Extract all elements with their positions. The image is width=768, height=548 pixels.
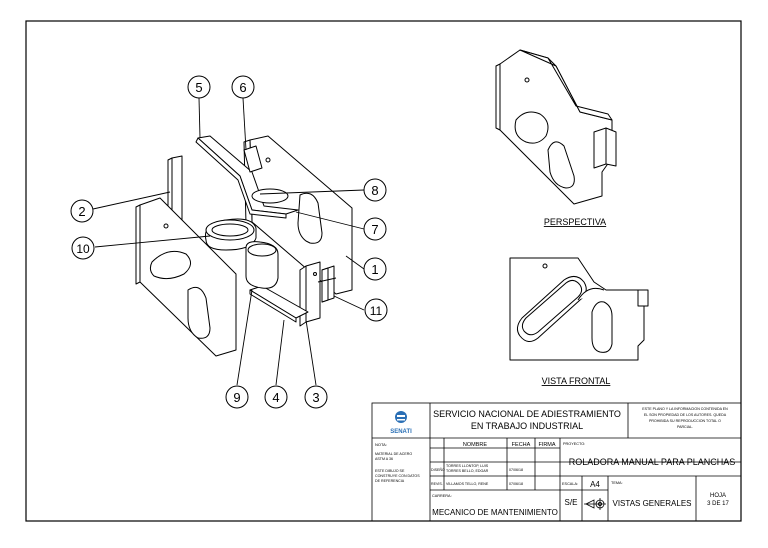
diseno-name-line1: TORRES LLONTOP, LUIS [446, 464, 489, 468]
diseno-date: 07/06/18 [509, 468, 523, 472]
balloon-7-number: 7 [371, 222, 378, 237]
title-block [371, 402, 742, 522]
part-small-plate [299, 261, 321, 327]
diseno-name-line2: TORRES BELLO, EDGAR [446, 469, 489, 473]
firma-header: FIRMA [538, 442, 555, 448]
logo-text: SENATI [390, 429, 412, 435]
part-left-plate [135, 197, 237, 357]
hoja-value: 3 DE 17 [707, 501, 729, 507]
perspective-view [495, 49, 617, 205]
balloon-2 [70, 199, 94, 223]
institution-line1: SERVICIO NACIONAL DE ADIESTRAMIENTO [433, 409, 621, 419]
title-block-text: SERVICIO NACIONAL DE ADIESTRAMIENTO EN T… [375, 407, 735, 517]
balloon-8 [363, 178, 387, 202]
part-oval-tube [204, 218, 257, 251]
exploded-view [135, 135, 353, 357]
balloon-10-number: 10 [76, 242, 90, 256]
leader-lines [92, 97, 365, 386]
balloon-5 [187, 75, 211, 99]
projection-symbol-icon [584, 498, 606, 510]
nota-line2: ASTM A 36 [375, 457, 393, 461]
balloon-numbers: 5 6 2 10 8 7 1 11 9 4 3 [76, 80, 382, 405]
balloon-6-number: 6 [239, 80, 246, 95]
balloon-1 [363, 257, 387, 281]
escala-label: ESCALA: [562, 482, 578, 486]
proyecto-value: ROLADORA MANUAL PARA PLANCHAS [569, 457, 736, 467]
balloon-11-number: 11 [370, 304, 383, 318]
escala-value: S/E [565, 498, 578, 507]
fecha-header: FECHA [512, 442, 531, 448]
part-bent-strip [195, 135, 299, 219]
nota-label: NOTA: [375, 442, 387, 447]
proyecto-label: PROYECTO: [563, 442, 585, 446]
revisado-name: VILLAMOS TELLO, RENE [446, 482, 489, 486]
balloon-3 [304, 385, 328, 409]
note-line3: PROHIBIDA SU REPRODUCCION TOTAL O [649, 419, 721, 423]
balloon-11 [364, 298, 388, 322]
part-balloons [70, 75, 388, 409]
perspective-label: PERSPECTIVA [544, 217, 606, 227]
balloon-1-number: 1 [371, 262, 378, 277]
balloon-5-number: 5 [195, 80, 202, 95]
balloon-9-number: 9 [233, 390, 240, 405]
part-bottom-strip [249, 285, 309, 323]
note-line4: PARCIAL. [677, 425, 693, 429]
balloon-4 [264, 385, 288, 409]
balloon-6 [231, 75, 255, 99]
balloon-9 [225, 385, 249, 409]
front-view [509, 257, 649, 361]
part-bracket [317, 265, 337, 303]
balloon-8-number: 8 [371, 183, 378, 198]
diseno-label: DISEÑO [431, 467, 445, 472]
part-oval-tube-2 [245, 241, 279, 289]
nota-line1: MATERIAL DE ACERO [375, 452, 412, 456]
formato-value: A4 [590, 480, 600, 489]
note-line2: EL SON PROPIEDAD DE LOS AUTORES. QUEDA [644, 413, 727, 417]
senati-logo [395, 411, 407, 423]
institution-line2: EN TRABAJO INDUSTRIAL [471, 421, 583, 431]
front-view-label: VISTA FRONTAL [542, 376, 611, 386]
balloon-7 [363, 217, 387, 241]
part-spacer [251, 188, 289, 204]
nombre-header: NOMBRE [463, 442, 487, 448]
revisado-label: REVIS. [431, 482, 443, 486]
carrera-value: MECANICO DE MANTENIMIENTO [432, 508, 558, 517]
nota-line5: DE REFERENCIA [375, 479, 405, 483]
nota-line3: ESTE DIBUJO SE [375, 469, 405, 473]
note-line1: ESTE PLANO Y LA INFORMACION CONTENIDA EN [642, 407, 728, 411]
balloon-3-number: 3 [312, 390, 319, 405]
hoja-label: HOJA [710, 493, 726, 499]
carrera-label: CARRERA: [432, 494, 452, 498]
balloon-10 [71, 236, 95, 260]
nota-line4: CONSTRUYE CON DATOS [375, 474, 420, 478]
balloon-4-number: 4 [272, 390, 279, 405]
revisado-date: 07/06/18 [509, 482, 523, 486]
tema-label: TEMA: [611, 481, 623, 485]
tema-value: VISTAS GENERALES [613, 499, 692, 508]
balloon-2-number: 2 [78, 204, 85, 219]
